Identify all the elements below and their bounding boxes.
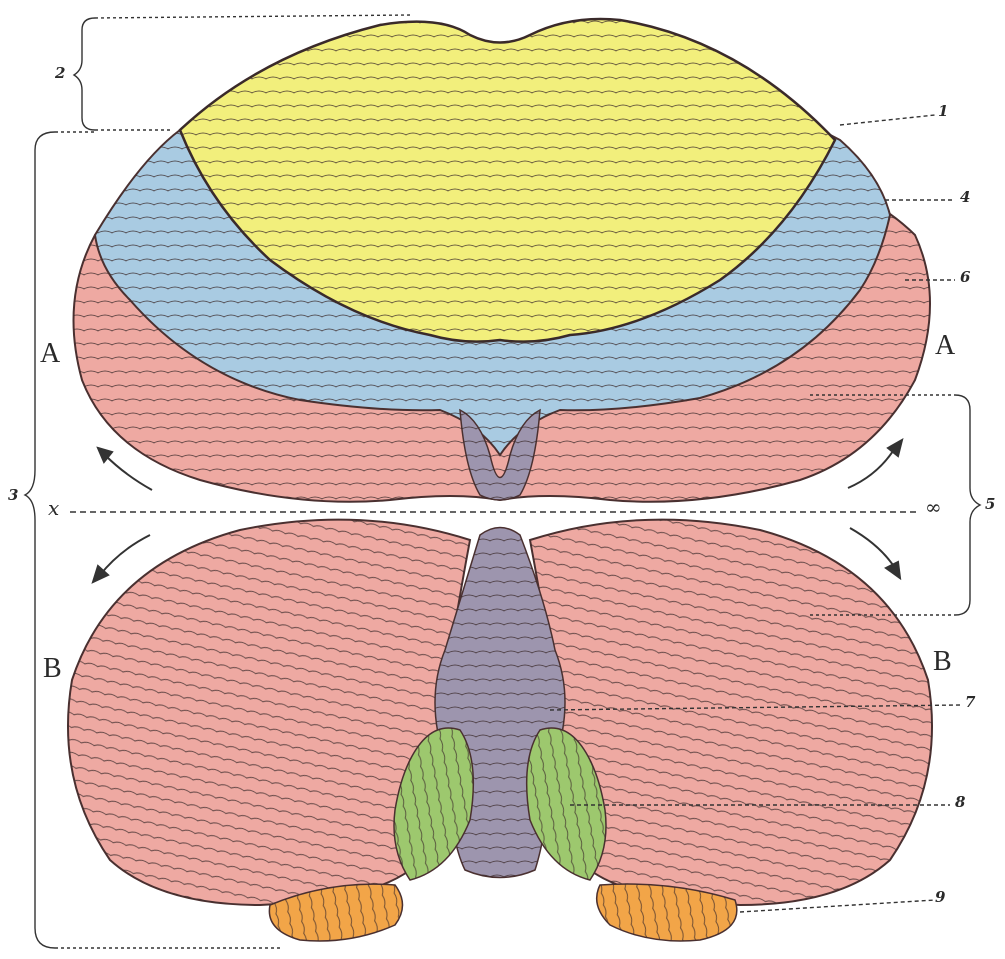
- callout-5: 5: [985, 497, 995, 512]
- bracket-5: [955, 395, 980, 615]
- bracket-3: [25, 132, 55, 948]
- label-upper-left-A: A: [40, 340, 60, 368]
- leader-1: [840, 115, 935, 125]
- label-lower-left-B: B: [43, 655, 62, 683]
- callout-8: 8: [955, 795, 965, 810]
- arrow-upper-left: [105, 455, 152, 490]
- callout-3: 3: [8, 488, 18, 503]
- callout-6: 6: [960, 270, 970, 285]
- axis-mark-left: x: [48, 498, 59, 518]
- callout-7: 7: [965, 695, 975, 710]
- axis-mark-right: ∞: [925, 497, 942, 517]
- lower-view: [68, 520, 932, 941]
- callout-9: 9: [935, 890, 945, 905]
- callout-2: 2: [55, 66, 65, 81]
- arrow-upper-right: [848, 448, 895, 488]
- label-lower-right-B: B: [933, 648, 952, 676]
- arrow-lower-right: [850, 528, 895, 568]
- callout-4: 4: [960, 190, 970, 205]
- upper-view: [74, 19, 930, 502]
- arrow-lower-left: [100, 535, 150, 575]
- label-upper-right-A: A: [935, 332, 955, 360]
- bracket-2: [74, 18, 95, 130]
- callout-1: 1: [938, 104, 948, 119]
